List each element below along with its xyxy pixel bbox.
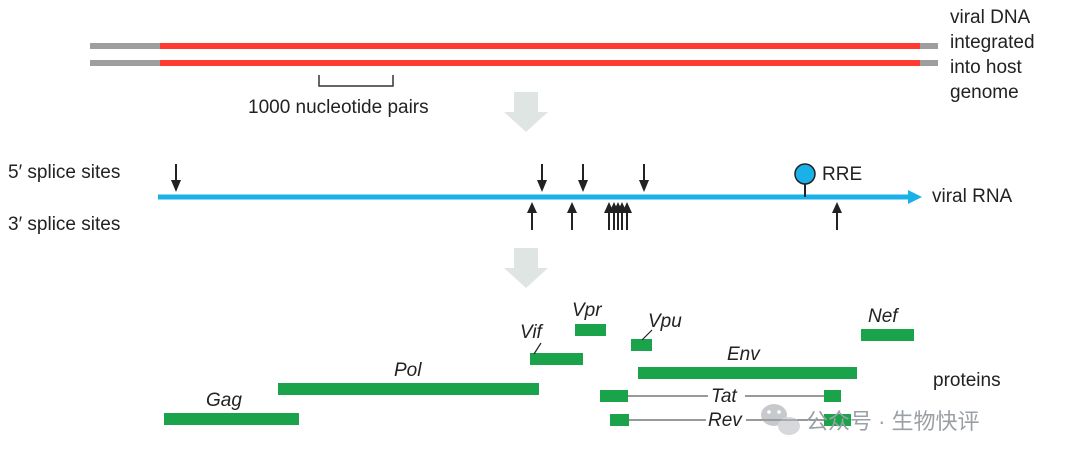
pol-label: Pol (394, 360, 422, 381)
rre-element: RRE (794, 163, 862, 197)
splice-site-down-arrow-icon (639, 164, 649, 192)
nef-bar (861, 329, 914, 341)
dna-label-line-2: integrated (950, 32, 1035, 53)
vif-leader (533, 342, 542, 355)
wechat-icon (761, 404, 800, 435)
gag-bar (164, 413, 299, 425)
dna-label-line-4: genome (950, 82, 1019, 103)
five-prime-splice-sites (171, 164, 649, 192)
five-prime-splice-label: 5′ splice sites (8, 162, 120, 183)
tat-exon-2 (824, 390, 841, 402)
vpr-label: Vpr (572, 300, 602, 321)
splice-site-up-arrow-icon (567, 202, 577, 230)
scale-bar (318, 75, 394, 87)
splice-site-up-arrow-icon (622, 202, 632, 230)
viral-rna-map: 5′ splice sites 3′ splice sites viral RN… (8, 162, 1013, 235)
down-arrow-icon (504, 92, 548, 132)
proteins-label: proteins (933, 370, 1001, 391)
splice-site-down-arrow-icon (578, 164, 588, 192)
watermark: 公众号 · 生物快评 (761, 404, 980, 435)
splice-site-up-arrow-icon (527, 202, 537, 230)
rre-label: RRE (822, 164, 862, 185)
vpu-leader (641, 329, 653, 341)
rre-loop-icon (794, 163, 816, 185)
protein-map: proteins Gag Pol Vif Vpr Vpu Env Nef Tat (164, 300, 1001, 431)
tat-exon-1 (600, 390, 628, 402)
down-arrow-icon (504, 248, 548, 288)
gag-label: Gag (206, 390, 242, 411)
rev-label: Rev (708, 410, 743, 431)
dna-label-line-1: viral DNA (950, 7, 1031, 28)
vif-label: Vif (520, 322, 544, 343)
rev-protein: Rev (610, 410, 851, 431)
tat-protein: Tat (600, 386, 841, 407)
vpu-bar (631, 339, 652, 351)
splice-site-up-arrow-icon (832, 202, 842, 230)
three-prime-splice-sites (527, 202, 842, 230)
nef-label: Nef (868, 306, 899, 327)
tat-label: Tat (711, 386, 737, 407)
rev-exon-1 (610, 414, 629, 426)
scale-bar-label: 1000 nucleotide pairs (248, 97, 429, 118)
splice-site-down-arrow-icon (171, 164, 181, 192)
env-bar (638, 367, 857, 379)
splice-site-down-arrow-icon (537, 164, 547, 192)
three-prime-splice-label: 3′ splice sites (8, 214, 120, 235)
vif-bar (530, 353, 583, 365)
vpr-bar (575, 324, 606, 336)
watermark-text: 公众号 · 生物快评 (806, 409, 980, 434)
viral-rna-label: viral RNA (932, 186, 1013, 207)
env-label: Env (727, 344, 761, 365)
integrated-dna: 1000 nucleotide pairs viral DNA integrat… (90, 7, 1035, 118)
rev-exon-2 (824, 414, 851, 426)
vpu-label: Vpu (648, 311, 682, 332)
pol-bar (278, 383, 539, 395)
rna-arrowhead-icon (908, 190, 922, 204)
dna-label-line-3: into host (950, 57, 1023, 78)
